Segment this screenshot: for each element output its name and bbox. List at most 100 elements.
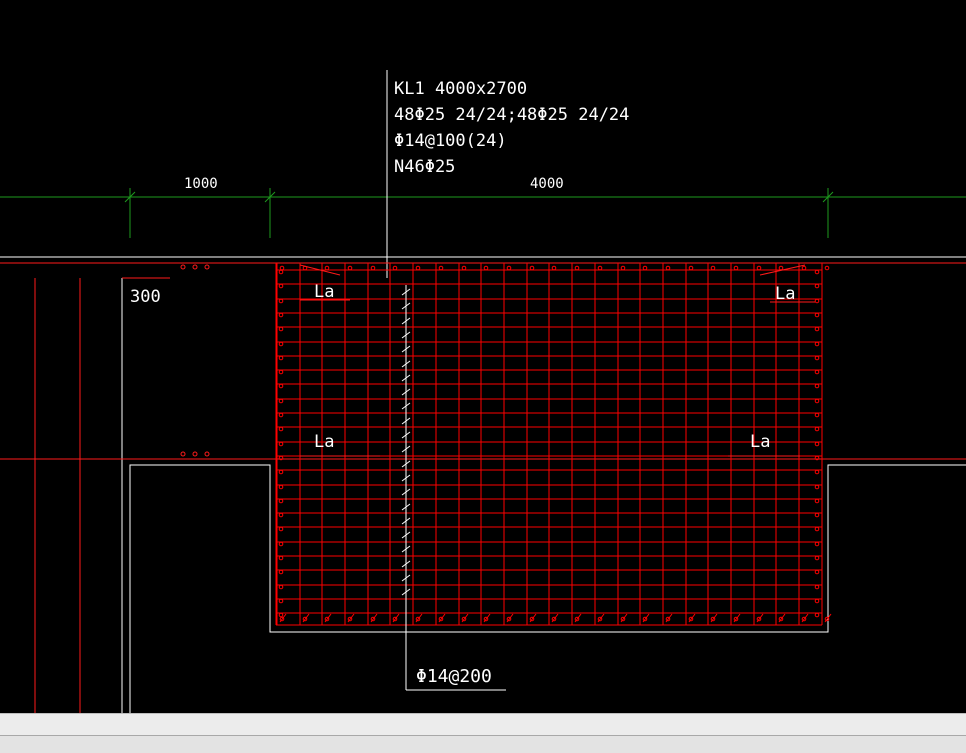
tie-tick-14 [401, 488, 411, 496]
longitudinal-bar-dot [438, 616, 444, 622]
side-bar-dot [278, 326, 284, 332]
longitudinal-bar-dot [506, 616, 512, 622]
dimension-main-span: 4000 [530, 176, 564, 192]
side-bar-dot [814, 526, 820, 532]
side-bar-dot [278, 555, 284, 561]
tie-tick-15 [401, 503, 411, 511]
side-bar-dot [278, 526, 284, 532]
tie-tick-12 [401, 460, 411, 468]
longitudinal-bar-dot [574, 616, 580, 622]
concrete-outline [0, 256, 966, 713]
bottom-hook-22 [778, 613, 786, 623]
bottom-hook-8 [461, 613, 469, 623]
cad-drawing-canvas[interactable]: 1000 4000 KL1 4000x2700 48Φ25 24/24;48Φ2… [0, 0, 966, 713]
longitudinal-bar-dot [461, 616, 467, 622]
side-bar-dot [278, 469, 284, 475]
side-bar-dot [814, 612, 820, 618]
bottom-hook-17 [665, 613, 673, 623]
tie-tick-8 [401, 402, 411, 410]
longitudinal-bar-dot [688, 616, 694, 622]
longitudinal-bar-dot [642, 616, 648, 622]
longitudinal-bar-dot [801, 265, 807, 271]
longitudinal-bar-dot [392, 265, 398, 271]
longitudinal-bar-dot [347, 616, 353, 622]
longitudinal-bar-dot [347, 265, 353, 271]
side-bar-dot [814, 555, 820, 561]
side-bar-dot [278, 426, 284, 432]
tie-tick-19 [401, 560, 411, 568]
tie-tick-17 [401, 531, 411, 539]
longitudinal-bar-dot [279, 265, 285, 271]
tie-tick-3 [401, 331, 411, 339]
side-bar-dot [814, 455, 820, 461]
longitudinal-bar-dot [438, 265, 444, 271]
rebar-dots-top [180, 264, 210, 457]
bottom-hook-5 [392, 613, 400, 623]
beam-label-line2: 48Φ25 24/24;48Φ25 24/24 [394, 105, 629, 125]
dimension-left-span: 1000 [184, 176, 218, 192]
longitudinal-bar-dot [415, 616, 421, 622]
side-bar-dot [278, 383, 284, 389]
side-bar-dot [278, 598, 284, 604]
side-bar-dot [814, 469, 820, 475]
bottom-hook-15 [620, 613, 628, 623]
side-bar-dot [814, 569, 820, 575]
side-bar-dot [814, 412, 820, 418]
side-bar-dot [814, 326, 820, 332]
tie-tick-10 [401, 431, 411, 439]
beam-label-line4: N46Φ25 [394, 157, 455, 177]
tie-tick-20 [401, 574, 411, 582]
longitudinal-bar-dot [733, 265, 739, 271]
command-line-bar[interactable] [0, 713, 966, 736]
side-bar-dot [814, 269, 820, 275]
longitudinal-bar-dot [642, 265, 648, 271]
tie-bar-label: Φ14@200 [416, 666, 492, 687]
longitudinal-bar-dot [370, 265, 376, 271]
side-bar-dot [814, 426, 820, 432]
side-bar-dot [814, 312, 820, 318]
longitudinal-bar-dot [620, 616, 626, 622]
anchor-label-mid-left: La [314, 432, 334, 452]
cad-drawing: 1000 4000 KL1 4000x2700 48Φ25 24/24;48Φ2… [0, 70, 966, 713]
side-bar-dot [814, 283, 820, 289]
side-bar-dot [278, 412, 284, 418]
side-bar-dot [814, 369, 820, 375]
anchor-leaders [299, 264, 815, 457]
side-bar-dot [278, 584, 284, 590]
bottom-hook-0 [279, 613, 287, 623]
tie-tick-11 [401, 445, 411, 453]
bottom-hook-16 [642, 613, 650, 623]
support-rebar [0, 262, 966, 713]
bottom-hook-21 [756, 613, 764, 623]
rebar-grid [275, 263, 832, 626]
longitudinal-bar-dot [756, 616, 762, 622]
longitudinal-bar-dot [370, 616, 376, 622]
side-bar-dot [278, 312, 284, 318]
bottom-hook-12 [551, 613, 559, 623]
longitudinal-bar-dot [756, 265, 762, 271]
side-bar-dot [278, 612, 284, 618]
tie-tick-21 [401, 588, 411, 596]
side-bar-dot [278, 512, 284, 518]
bottom-hook-4 [370, 613, 378, 623]
bottom-hook-3 [347, 613, 355, 623]
longitudinal-bar-dot [324, 265, 330, 271]
bottom-hook-19 [710, 613, 718, 623]
side-bar-dot [814, 441, 820, 447]
beam-label-line3: Φ14@100(24) [394, 131, 507, 151]
longitudinal-bar-dot [801, 616, 807, 622]
side-bar-dot [278, 541, 284, 547]
tie-tick-4 [401, 345, 411, 353]
side-bar-dot [814, 398, 820, 404]
side-bar-dot [814, 541, 820, 547]
side-bar-dot [278, 484, 284, 490]
anchor-label-top-right: La [775, 284, 795, 304]
bottom-hook-24 [824, 613, 832, 623]
status-bar[interactable] [0, 735, 966, 753]
longitudinal-bar-dot [483, 616, 489, 622]
longitudinal-bar-dot [392, 616, 398, 622]
tie-tick-0 [401, 288, 411, 296]
tie-tick-13 [401, 474, 411, 482]
anchor-label-mid-right: La [750, 432, 770, 452]
longitudinal-bar-dot [279, 616, 285, 622]
